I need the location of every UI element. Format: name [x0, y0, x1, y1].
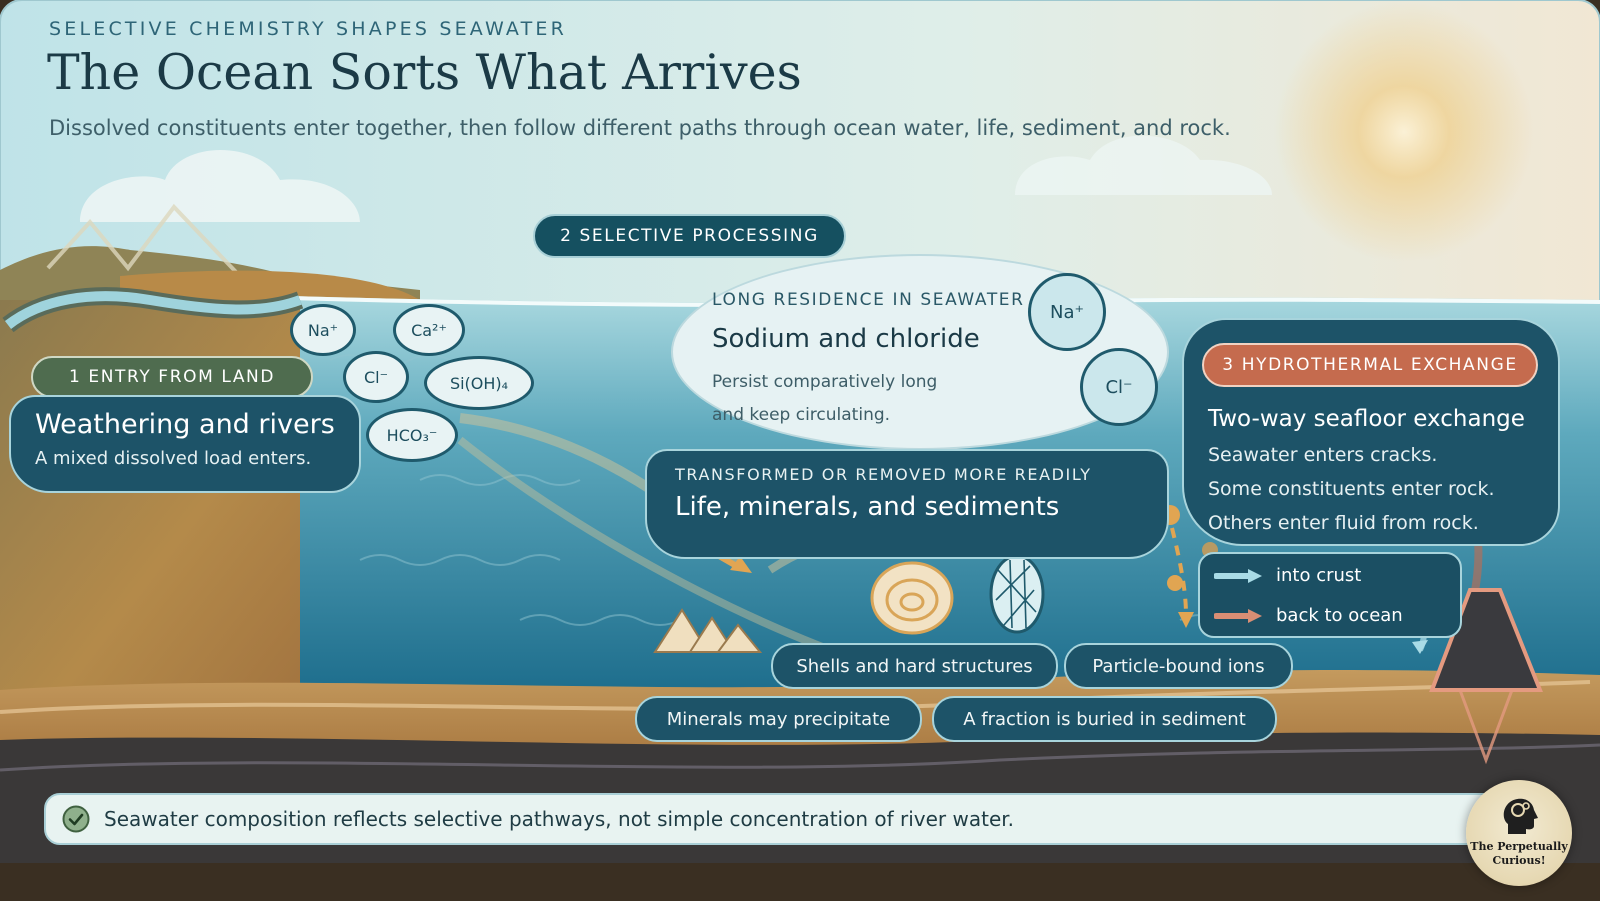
sun-icon — [1274, 2, 1534, 262]
page-subtitle: Dissolved constituents enter together, t… — [49, 116, 1231, 140]
logo-text: The Perpetually Curious! — [1470, 840, 1568, 867]
arrow-into-crust-icon — [1214, 568, 1262, 583]
logo-head-icon — [1503, 798, 1538, 834]
step-1-label: 1 ENTRY FROM LAND — [31, 356, 313, 398]
ion-sodium: Na⁺ — [290, 304, 356, 356]
tag-shells: Shells and hard structures — [771, 643, 1058, 689]
check-circle-icon — [62, 805, 90, 833]
legend-into-crust: into crust — [1214, 565, 1361, 586]
step-3-label: 3 HYDROTHERMAL EXCHANGE — [1202, 343, 1538, 387]
step-2-label: 2 SELECTIVE PROCESSING — [533, 214, 846, 258]
transformed-label: TRANSFORMED OR REMOVED MORE READILY — [675, 465, 1092, 484]
cloud-left — [80, 150, 360, 222]
shell-icon — [870, 561, 954, 635]
long-ion-sodium: Na⁺ — [1028, 273, 1106, 351]
hydrothermal-line: Others enter fluid from rock. — [1208, 512, 1479, 534]
ion-bicarbonate: HCO₃⁻ — [366, 408, 458, 462]
hydrothermal-line: Seawater enters cracks. — [1208, 444, 1438, 466]
legend-into-crust-label: into crust — [1276, 565, 1362, 586]
entry-heading: Weathering and rivers — [35, 409, 335, 440]
conclusion-text: Seawater composition reflects selective … — [104, 807, 1015, 831]
entry-card: Weathering and rivers A mixed dissolved … — [9, 395, 361, 493]
long-residence-label: LONG RESIDENCE IN SEAWATER — [712, 290, 1025, 310]
crystal-icon — [653, 608, 763, 653]
logo: The Perpetually Curious! — [1466, 780, 1572, 886]
particle-icon — [989, 554, 1045, 634]
tag-minerals: Minerals may precipitate — [635, 696, 922, 742]
conclusion-bar: Seawater composition reflects selective … — [44, 793, 1520, 845]
legend-back-to-ocean: back to ocean — [1214, 605, 1403, 626]
arrow-back-to-ocean-icon — [1214, 608, 1262, 623]
long-residence-text: Persist comparatively long and keep circ… — [712, 372, 938, 425]
tag-particles: Particle-bound ions — [1064, 643, 1293, 689]
hydrothermal-line: Some constituents enter rock. — [1208, 478, 1495, 500]
legend-back-to-ocean-label: back to ocean — [1276, 605, 1403, 626]
transformed-heading: Life, minerals, and sediments — [675, 492, 1060, 522]
tag-buried: A fraction is buried in sediment — [932, 696, 1277, 742]
long-ion-chloride: Cl⁻ — [1080, 348, 1158, 426]
ion-chloride: Cl⁻ — [343, 351, 409, 403]
long-residence-heading: Sodium and chloride — [712, 324, 980, 354]
eyebrow-label: SELECTIVE CHEMISTRY SHAPES SEAWATER — [49, 18, 568, 40]
page-title: The Ocean Sorts What Arrives — [47, 44, 802, 101]
ion-calcium: Ca²⁺ — [393, 304, 465, 356]
hydrothermal-legend: into crust back to ocean — [1198, 552, 1462, 638]
ion-silicic-acid: Si(OH)₄ — [424, 356, 534, 410]
hydrothermal-heading: Two-way seafloor exchange — [1208, 406, 1525, 432]
entry-text: A mixed dissolved load enters. — [35, 448, 312, 469]
transformed-card: TRANSFORMED OR REMOVED MORE READILY Life… — [645, 449, 1169, 559]
cloud-right — [1015, 135, 1272, 195]
